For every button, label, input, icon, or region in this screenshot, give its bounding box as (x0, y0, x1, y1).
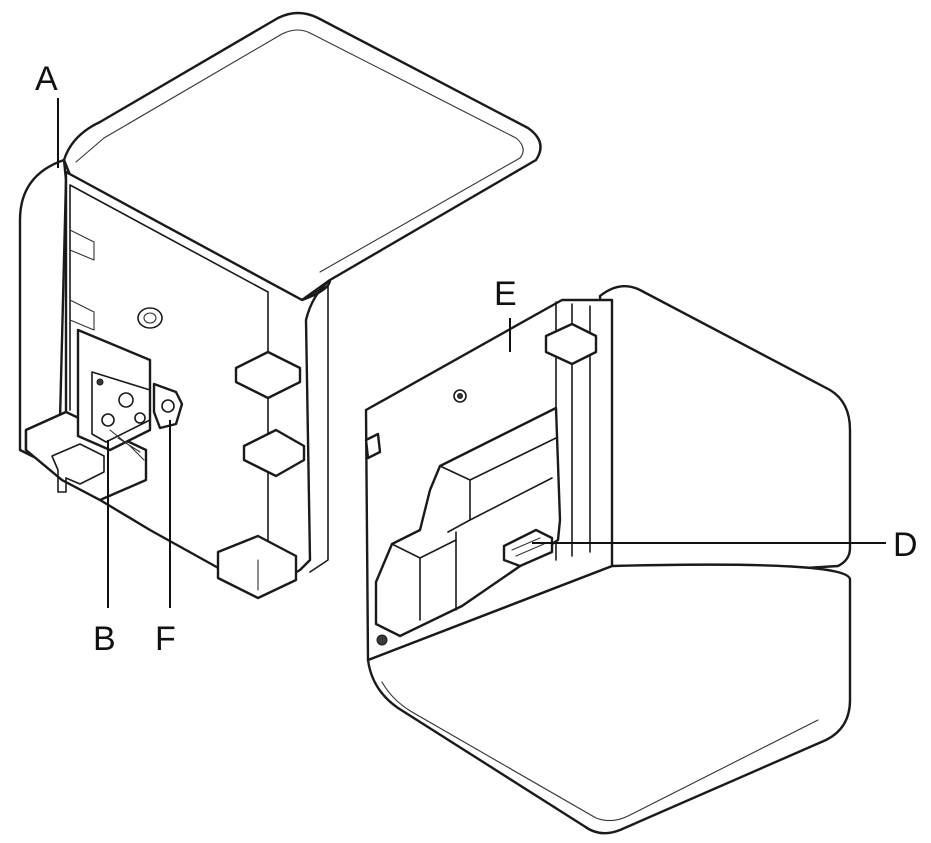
housing-screw-hole (453, 389, 467, 403)
callout-leaders (57, 98, 886, 608)
callout-e: E (494, 275, 517, 313)
housing-left-tab (364, 432, 382, 460)
housing-top-face (598, 284, 852, 582)
mechanism-gear-3 (134, 412, 146, 424)
top-cover-mechanism (76, 328, 184, 461)
housing-right-face (366, 563, 852, 835)
mechanism-bracket-screw (161, 399, 175, 413)
top-cover-inner-ledge (69, 229, 95, 331)
main-housing-part (364, 284, 852, 835)
housing-connector-pins (511, 537, 545, 557)
callout-b: B (93, 620, 116, 658)
top-cover-top-face (62, 11, 542, 302)
top-cover-screw-hole-inner (143, 312, 157, 324)
mechanism-wires (109, 429, 145, 461)
callout-labels: A B F E D (35, 60, 918, 658)
housing-compartment-lower (391, 539, 457, 621)
housing-connector-d (502, 528, 554, 568)
housing-compartment-step (439, 437, 557, 611)
top-cover-side-rim (301, 285, 329, 573)
top-cover-foot (216, 534, 298, 600)
callout-a: A (35, 60, 58, 98)
top-cover-tab-upper (234, 350, 302, 400)
top-cover-latch (51, 443, 105, 493)
mechanism-gear-1 (118, 392, 134, 408)
mechanism-pin (96, 378, 104, 386)
top-cover-top-rim (75, 29, 524, 273)
housing-bottom-rim (381, 681, 819, 822)
housing-screw-hole-center (457, 393, 463, 399)
mechanism-bracket-f (152, 382, 184, 430)
mechanism-housing (76, 328, 152, 452)
callout-f: F (155, 620, 176, 658)
top-cover-tab-lower (242, 428, 306, 478)
mechanism-plate (91, 371, 151, 443)
housing-channel-clip (544, 322, 598, 366)
top-cover-part (18, 11, 542, 600)
callout-d: D (893, 526, 918, 564)
housing-foot-screw (376, 634, 388, 646)
mechanism-gear-2 (101, 413, 115, 427)
top-cover-screw-hole (137, 307, 163, 329)
